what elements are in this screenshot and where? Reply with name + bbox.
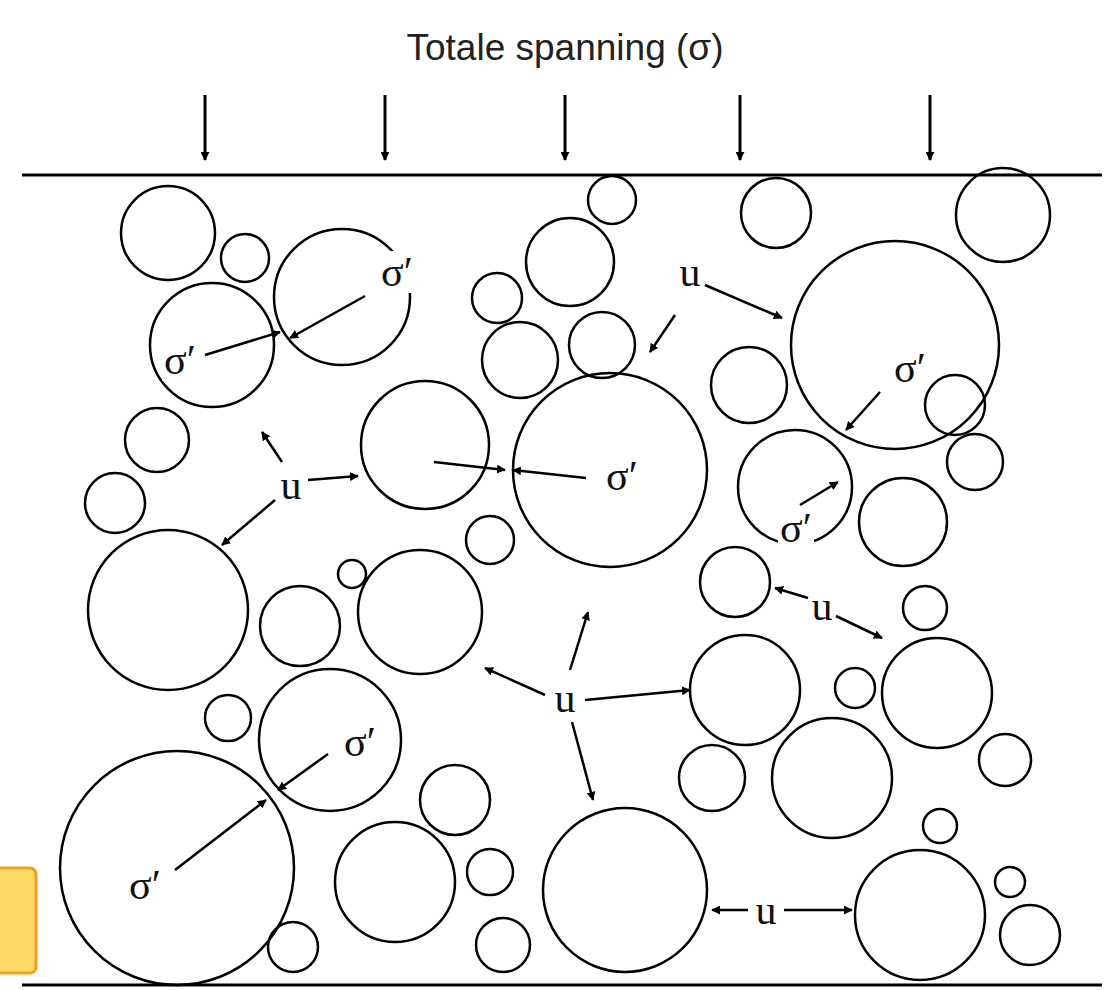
pore-pressure-label: u xyxy=(553,677,578,719)
effective-stress-label: σ′ xyxy=(778,507,814,549)
effective-stress-label: σ′ xyxy=(892,347,928,389)
effective-stress-label: σ′ xyxy=(604,455,640,497)
effective-stress-label: σ′ xyxy=(342,721,378,763)
pore-pressure-label: u xyxy=(810,585,835,627)
effective-stress-label: σ′ xyxy=(162,339,198,381)
effective-stress-label: σ′ xyxy=(127,864,163,906)
effective-stress-label: σ′ xyxy=(379,251,415,293)
pore-pressure-label: u xyxy=(754,889,779,931)
diagram-title: Totale spanning (σ) xyxy=(407,27,724,69)
pore-pressure-label: u xyxy=(279,464,304,506)
pore-pressure-label: u xyxy=(678,251,703,293)
